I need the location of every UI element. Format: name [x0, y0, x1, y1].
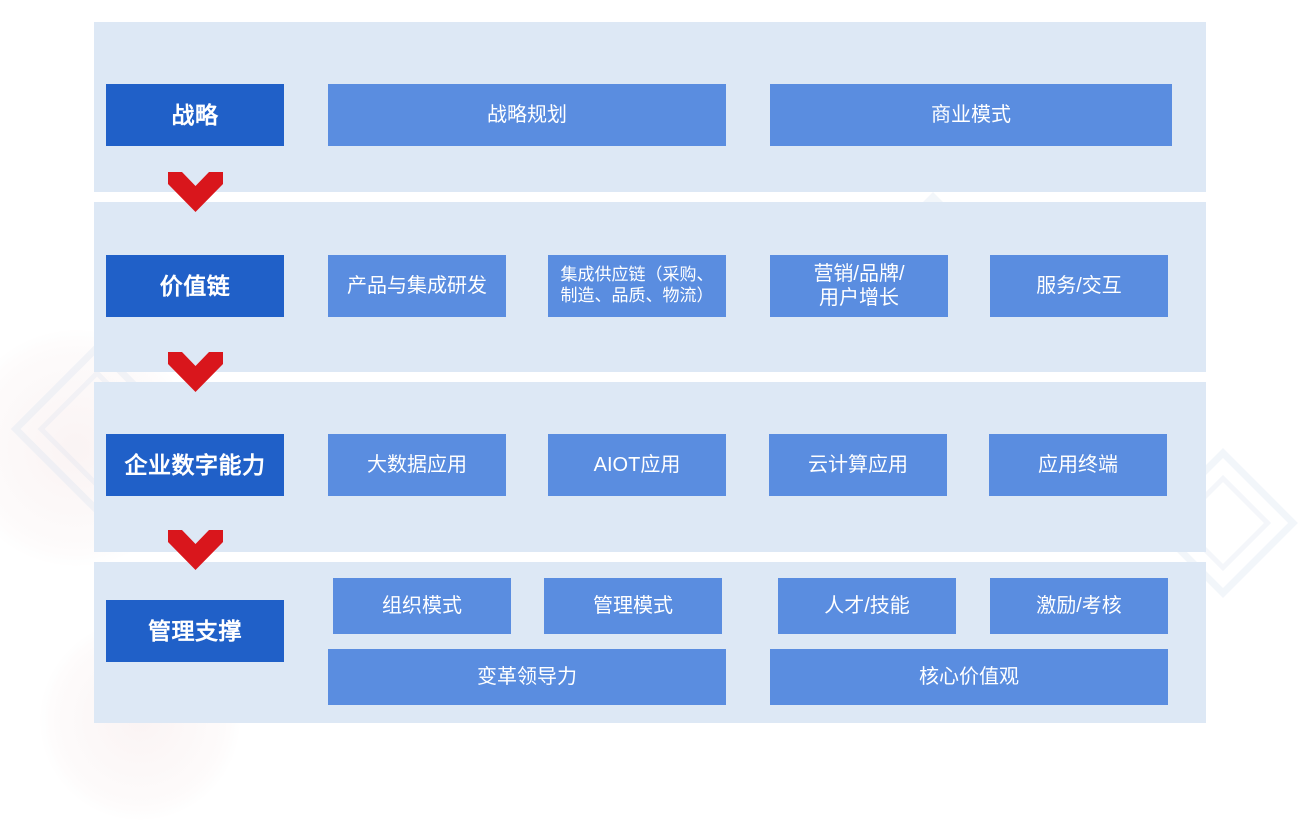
box-core-values[interactable]: 核心价值观	[770, 649, 1168, 705]
row-label-management-support[interactable]: 管理支撑	[106, 600, 284, 662]
box-business-model[interactable]: 商业模式	[770, 84, 1172, 146]
row-label-digital-capability[interactable]: 企业数字能力	[106, 434, 284, 496]
row-label-strategy[interactable]: 战略	[106, 84, 284, 146]
box-strategy-planning[interactable]: 战略规划	[328, 84, 726, 146]
box-service-interaction[interactable]: 服务/交互	[990, 255, 1168, 317]
arrow-strategy-to-value-chain	[168, 172, 223, 212]
arrow-value-chain-to-digital	[168, 352, 223, 392]
box-aiot-application[interactable]: AIOT应用	[548, 434, 726, 496]
box-organization-model[interactable]: 组织模式	[333, 578, 511, 634]
row-label-value-chain[interactable]: 价值链	[106, 255, 284, 317]
box-marketing-brand-growth[interactable]: 营销/品牌/ 用户增长	[770, 255, 948, 317]
box-talent-skills[interactable]: 人才/技能	[778, 578, 956, 634]
box-cloud-computing-application[interactable]: 云计算应用	[769, 434, 947, 496]
framework-diagram: 战略 战略规划 商业模式 价值链 产品与集成研发 集成供应链（采购、 制造、品质…	[94, 22, 1206, 723]
box-change-leadership[interactable]: 变革领导力	[328, 649, 726, 705]
box-application-terminal[interactable]: 应用终端	[989, 434, 1167, 496]
box-product-integrated-rd[interactable]: 产品与集成研发	[328, 255, 506, 317]
box-management-model[interactable]: 管理模式	[544, 578, 722, 634]
box-big-data-application[interactable]: 大数据应用	[328, 434, 506, 496]
arrow-digital-to-management	[168, 530, 223, 570]
box-integrated-supply-chain[interactable]: 集成供应链（采购、 制造、品质、物流）	[548, 255, 726, 317]
box-incentive-assessment[interactable]: 激励/考核	[990, 578, 1168, 634]
